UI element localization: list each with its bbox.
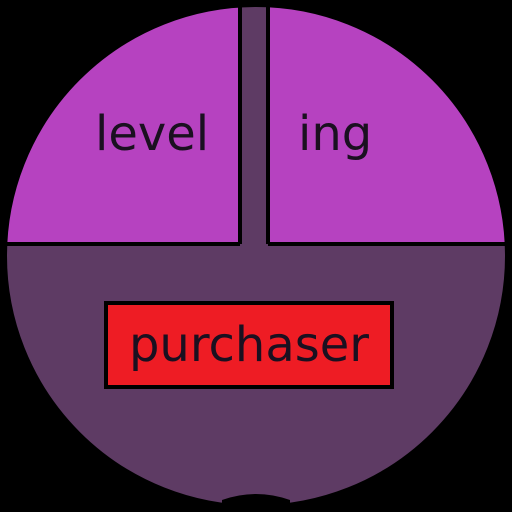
purchaser-label: purchaser [128, 317, 370, 373]
purchaser-box-fill [104, 301, 394, 389]
purchaser-button[interactable]: purchaser [104, 301, 394, 389]
label-level: level [95, 106, 210, 162]
label-ing: ing [298, 106, 373, 162]
